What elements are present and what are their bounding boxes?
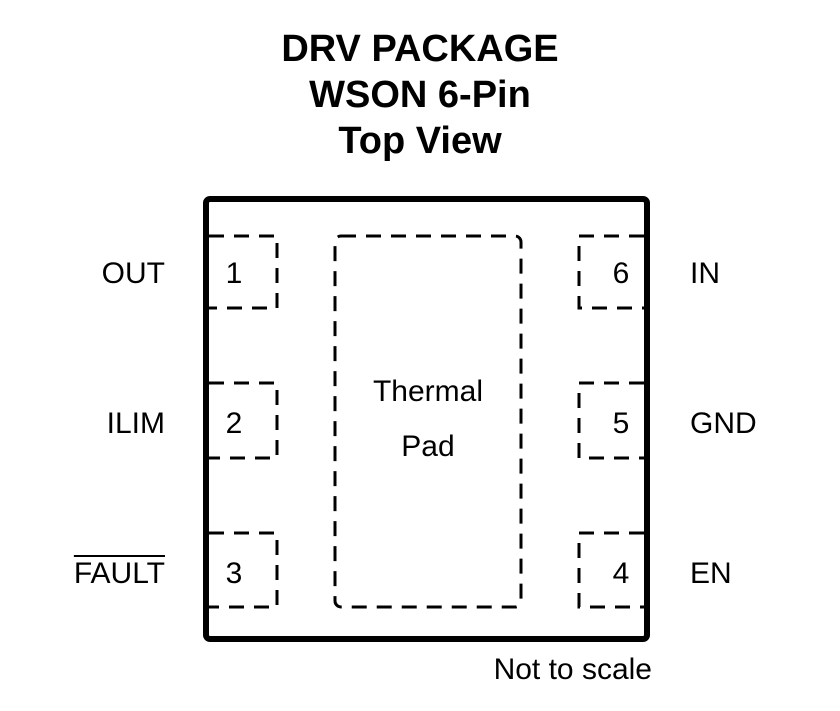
- diagram-title-line-2: WSON 6-Pin: [309, 74, 531, 116]
- pin-number-6: 6: [612, 257, 630, 290]
- pin-pad-1: [209, 234, 279, 310]
- pin-label-out: OUT: [101, 257, 165, 290]
- pin-pad-3: [209, 531, 279, 609]
- pin-number-3: 3: [225, 557, 243, 590]
- not-to-scale-note: Not to scale: [493, 653, 652, 686]
- pin-pad-4: [577, 531, 644, 609]
- pin-label-ilim: ILIM: [106, 407, 165, 440]
- pin-label-gnd: GND: [690, 407, 757, 440]
- pin-label-en: EN: [690, 557, 732, 590]
- pin-number-4: 4: [612, 557, 630, 590]
- pin-number-5: 5: [612, 407, 630, 440]
- pin-pad-5: [577, 381, 644, 460]
- thermal-pad-outline: [333, 234, 523, 609]
- pin-label-fault: FAULT: [73, 557, 165, 590]
- thermal-pad-label-line-1: Thermal: [372, 375, 484, 408]
- diagram-title-line-3: Top View: [338, 120, 502, 162]
- pin-label-in: IN: [690, 257, 720, 290]
- pin-number-2: 2: [225, 407, 243, 440]
- pin-number-1: 1: [225, 257, 243, 290]
- pin-pad-2: [209, 381, 279, 460]
- pin-pad-6: [577, 234, 644, 310]
- diagram-title-line-1: DRV PACKAGE: [281, 28, 559, 70]
- thermal-pad-label-line-2: Pad: [401, 430, 455, 463]
